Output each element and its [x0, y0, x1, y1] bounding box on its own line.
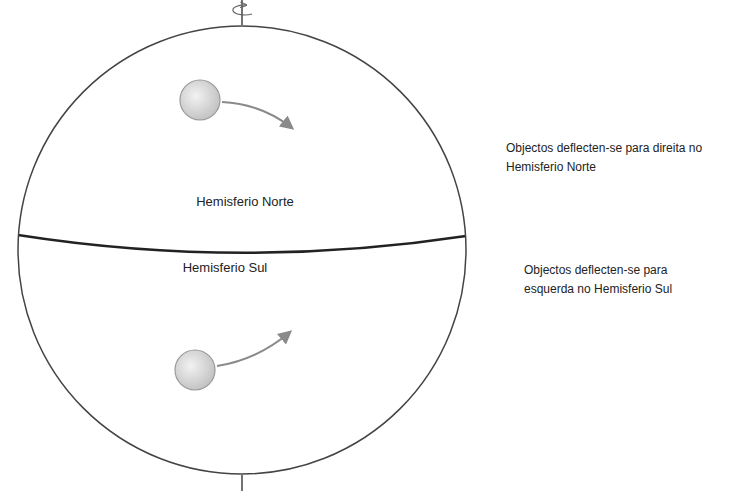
deflection-arrow: [217, 332, 290, 366]
globe-circle: Hemisferio NorteHemisferio Sul: [17, 25, 467, 475]
equator-line: [18, 235, 466, 253]
note-text: Objectos deflecten-se para direita no He…: [506, 139, 724, 177]
axis-line: [241, 0, 243, 25]
hemisphere-label: Hemisferio Norte: [196, 194, 294, 210]
globe-outline: [17, 25, 467, 475]
moving-object: [180, 80, 220, 120]
note-text: Objectos deflecten-se para esquerda no H…: [524, 261, 704, 299]
hemisphere-label: Hemisferio Sul: [183, 260, 268, 276]
deflection-arrow: [222, 102, 292, 128]
rotation-arrow: [233, 5, 252, 15]
axis-line: [241, 475, 243, 491]
moving-object: [175, 350, 215, 390]
